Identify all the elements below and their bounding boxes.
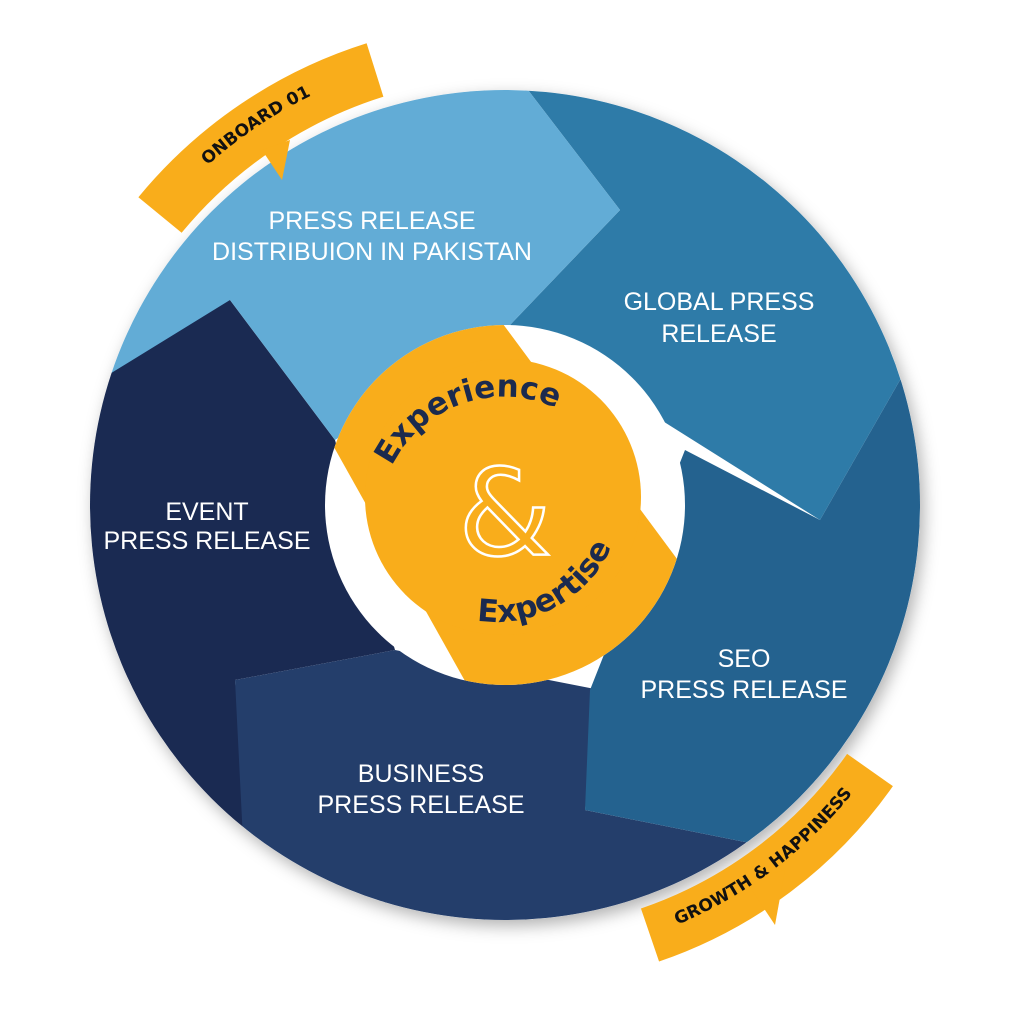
center-circle: [365, 359, 641, 635]
segment-business-line1: BUSINESS: [358, 760, 484, 788]
segment-pakistan-line1: PRESS RELEASE: [268, 207, 475, 235]
segment-seo-line2: PRESS RELEASE: [640, 676, 847, 704]
ribbon-onboard: ONBOARD 01: [138, 43, 384, 234]
segment-pakistan-line2: DISTRIBUION IN PAKISTAN: [212, 238, 532, 266]
segment-business: [235, 650, 760, 980]
segment-seo-line1: SEO: [718, 645, 771, 673]
segment-event: [40, 300, 395, 960]
segment-event-line2: PRESS RELEASE: [103, 527, 310, 555]
segment-business-line2: PRESS RELEASE: [317, 791, 524, 819]
segment-event-line1: EVENT: [165, 498, 248, 526]
segment-seo: [585, 330, 980, 845]
center-ampersand: &: [458, 445, 552, 584]
segment-global-line1: GLOBAL PRESS: [624, 288, 815, 316]
segment-global-line2: RELEASE: [661, 320, 776, 348]
segment-global: [505, 40, 980, 520]
